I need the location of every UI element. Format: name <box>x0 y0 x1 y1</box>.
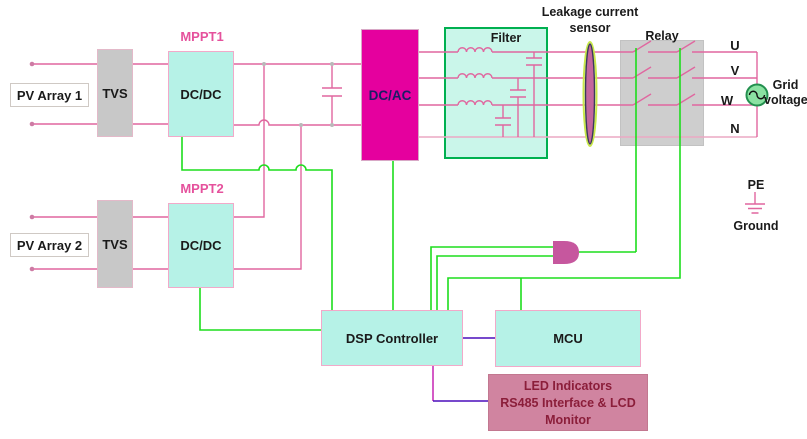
dc-link-capacitor-icon <box>322 64 342 125</box>
mppt1-label: MPPT1 <box>180 29 224 44</box>
dcdc-converter-2-block: DC/DC <box>168 203 234 288</box>
relay-label: Relay <box>645 29 679 43</box>
junction-dots <box>262 62 334 127</box>
leakage-sensor-label-line2: sensor <box>569 21 611 35</box>
display-interface-block: LED Indicators RS485 Interface & LCD Mon… <box>488 374 648 431</box>
leakage-sensor-icon <box>582 41 598 147</box>
display-line-1: LED Indicators <box>523 379 613 393</box>
filter-block <box>444 27 548 159</box>
leakage-sensor-label-line1: Leakage current <box>541 5 639 19</box>
pe-label: PE <box>747 178 765 192</box>
filter-label: Filter <box>490 31 522 45</box>
mcu-block: MCU <box>495 310 641 367</box>
dsp-controller-block: DSP Controller <box>321 310 463 366</box>
display-line-2: RS485 Interface & LCD <box>500 396 636 410</box>
pv-array-2-block: PV Array 2 <box>10 233 89 257</box>
dcdc-converter-1-block: DC/DC <box>168 51 234 137</box>
phase-label-v: V <box>730 63 740 78</box>
tvs-2-block: TVS <box>97 200 133 288</box>
ground-label: Ground <box>733 219 779 233</box>
control-wires <box>181 48 681 331</box>
grid-voltage-label-line2: voltage <box>764 93 807 107</box>
display-line-3: Monitor <box>545 413 591 427</box>
grid-voltage-label-line1: Grid <box>772 78 799 92</box>
mppt2-label: MPPT2 <box>180 181 224 196</box>
pv-array-1-block: PV Array 1 <box>10 83 89 107</box>
tvs-1-block: TVS <box>97 49 133 137</box>
dcac-inverter-block: DC/AC <box>361 29 419 161</box>
ground-icon <box>745 192 765 214</box>
phase-label-n: N <box>730 121 740 136</box>
dc-bus-wires <box>234 63 361 270</box>
relay-block <box>620 40 704 146</box>
and-gate-icon <box>553 241 579 264</box>
phase-label-w: W <box>720 93 734 108</box>
phase-label-u: U <box>730 38 740 53</box>
